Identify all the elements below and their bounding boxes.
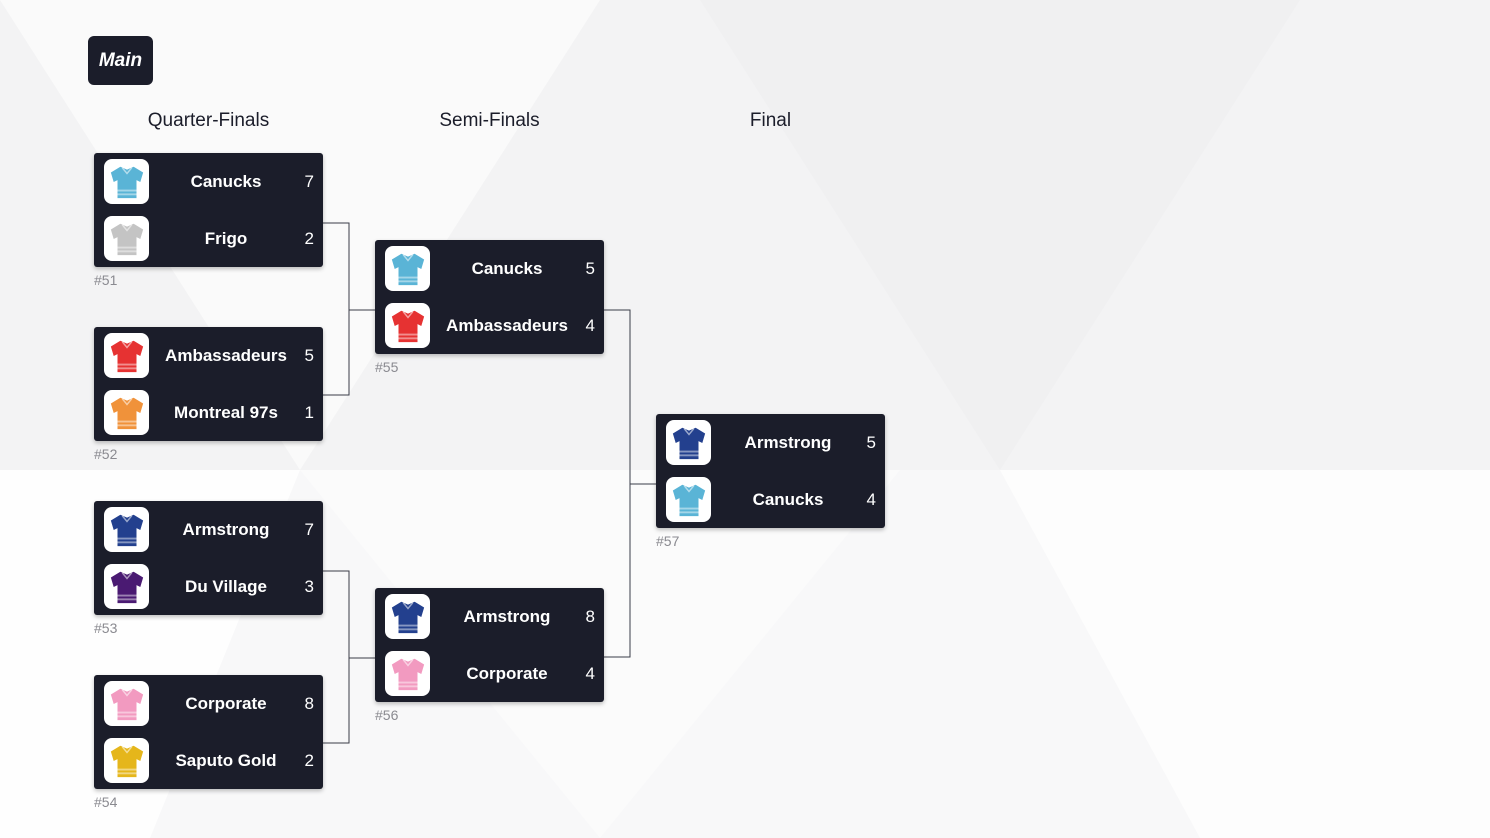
team-name: Canucks [471, 259, 543, 278]
match-id: #56 [375, 707, 399, 723]
jersey-icon [110, 166, 143, 198]
jersey-icon [391, 658, 424, 690]
team-logo [385, 594, 430, 639]
team-row[interactable]: Frigo 2 [94, 210, 323, 267]
team-name: Armstrong [182, 520, 270, 539]
round-title-final: Final [749, 110, 792, 131]
team-logo [666, 420, 711, 465]
team-row[interactable]: Canucks 4 [656, 471, 885, 528]
jersey-icon [110, 514, 143, 546]
match-id: #51 [94, 272, 118, 288]
team-logo [104, 738, 149, 783]
match-id: #54 [94, 794, 118, 810]
team-row[interactable]: Armstrong 8 [375, 588, 604, 645]
round-title-quarter-finals: Quarter-Finals [147, 110, 270, 131]
team-score: 3 [304, 577, 314, 596]
team-score: 1 [304, 403, 314, 422]
team-row[interactable]: Corporate 8 [94, 675, 323, 732]
jersey-icon [391, 310, 424, 342]
jersey-icon [110, 745, 143, 777]
team-score: 4 [866, 490, 876, 509]
team-name: Montreal 97s [174, 403, 278, 422]
jersey-icon [391, 601, 424, 633]
team-score: 8 [304, 694, 314, 713]
team-name: Du Village [185, 577, 267, 596]
team-score: 4 [585, 664, 595, 683]
team-logo [666, 477, 711, 522]
team-score: 5 [585, 259, 595, 278]
team-score: 2 [304, 751, 314, 770]
team-name: Ambassadeurs [165, 346, 287, 365]
jersey-icon [391, 253, 424, 285]
team-score: 2 [304, 229, 314, 248]
team-logo [104, 507, 149, 552]
match-id: #55 [375, 359, 399, 375]
team-name: Canucks [752, 490, 824, 509]
jersey-icon [672, 484, 705, 516]
team-row[interactable]: Corporate 4 [375, 645, 604, 702]
match-card[interactable]: Armstrong 7 Du Village 3 [94, 501, 323, 615]
team-row[interactable]: Saputo Gold 2 [94, 732, 323, 789]
team-logo [104, 681, 149, 726]
team-row[interactable]: Du Village 3 [94, 558, 323, 615]
team-logo [385, 651, 430, 696]
team-score: 7 [304, 172, 314, 191]
jersey-icon [110, 340, 143, 372]
team-score: 5 [304, 346, 314, 365]
jersey-icon [672, 427, 705, 459]
team-logo [104, 390, 149, 435]
team-name: Canucks [190, 172, 262, 191]
match-id: #52 [94, 446, 118, 462]
team-logo [104, 333, 149, 378]
team-score: 7 [304, 520, 314, 539]
team-row[interactable]: Ambassadeurs 5 [94, 327, 323, 384]
team-row[interactable]: Montreal 97s 1 [94, 384, 323, 441]
jersey-icon [110, 223, 143, 255]
round-title-semi-finals: Semi-Finals [439, 110, 540, 131]
jersey-icon [110, 688, 143, 720]
team-score: 4 [585, 316, 595, 335]
team-row[interactable]: Armstrong 5 [656, 414, 885, 471]
team-logo [104, 216, 149, 261]
team-name: Frigo [204, 229, 248, 248]
team-score: 8 [585, 607, 595, 626]
team-name: Saputo Gold [175, 751, 277, 770]
team-row[interactable]: Armstrong 7 [94, 501, 323, 558]
jersey-icon [110, 397, 143, 429]
team-name: Armstrong [463, 607, 551, 626]
match-id: #57 [656, 533, 680, 549]
team-name: Corporate [185, 694, 267, 713]
main-button[interactable]: Main [88, 36, 153, 85]
team-name: Ambassadeurs [446, 316, 568, 335]
team-logo [104, 564, 149, 609]
match-id: #53 [94, 620, 118, 636]
team-name: Armstrong [744, 433, 832, 452]
team-logo [104, 159, 149, 204]
jersey-icon [110, 571, 143, 603]
team-name: Corporate [466, 664, 548, 683]
team-logo [385, 303, 430, 348]
team-row[interactable]: Ambassadeurs 4 [375, 297, 604, 354]
team-row[interactable]: Canucks 5 [375, 240, 604, 297]
team-score: 5 [866, 433, 876, 452]
team-row[interactable]: Canucks 7 [94, 153, 323, 210]
team-logo [385, 246, 430, 291]
